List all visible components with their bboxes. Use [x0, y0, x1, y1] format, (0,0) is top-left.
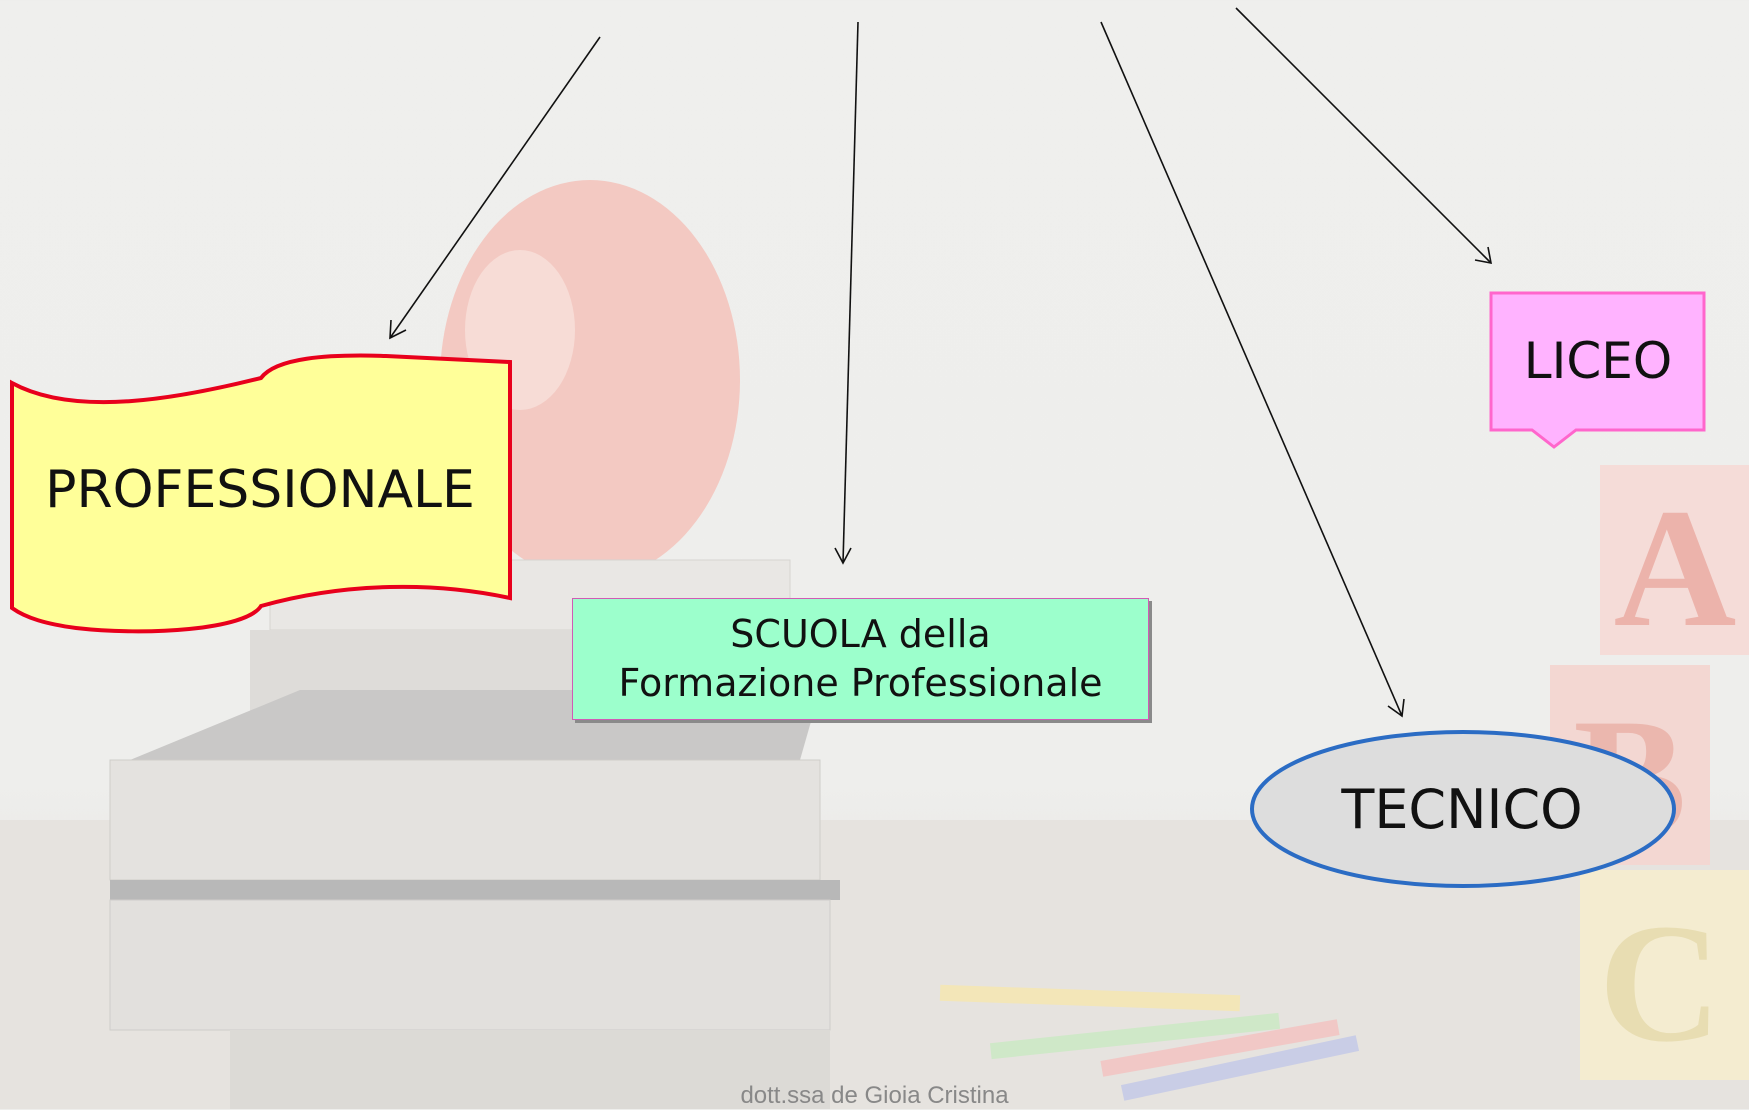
arrow-to-sfp [834, 21, 859, 565]
arrow-to-liceo [1235, 7, 1493, 265]
liceo-callout-shape [1489, 291, 1706, 449]
sfp-line-1: SCUOLA della [730, 611, 991, 656]
arrow-to-professionale [389, 36, 601, 340]
tecnico-ellipse-shape [1250, 730, 1676, 888]
tecnico-label: TECNICO [1341, 777, 1583, 841]
abc-blocks-icon: A B C [1550, 465, 1749, 1080]
professionale-banner-shape [10, 353, 512, 634]
scuola-formazione-professionale-box: SCUOLA della Formazione Professionale [572, 598, 1149, 720]
svg-text:C: C [1599, 889, 1722, 1077]
svg-text:A: A [1614, 474, 1737, 662]
sfp-line-2: Formazione Professionale [618, 661, 1103, 705]
professionale-label: PROFESSIONALE [45, 460, 475, 520]
arrow-to-tecnico [1100, 21, 1405, 718]
liceo-label: LICEO [1523, 332, 1673, 390]
pencils-icon [939, 984, 1360, 1101]
footer-author: dott.ssa de Gioia Cristina [740, 1082, 1009, 1109]
